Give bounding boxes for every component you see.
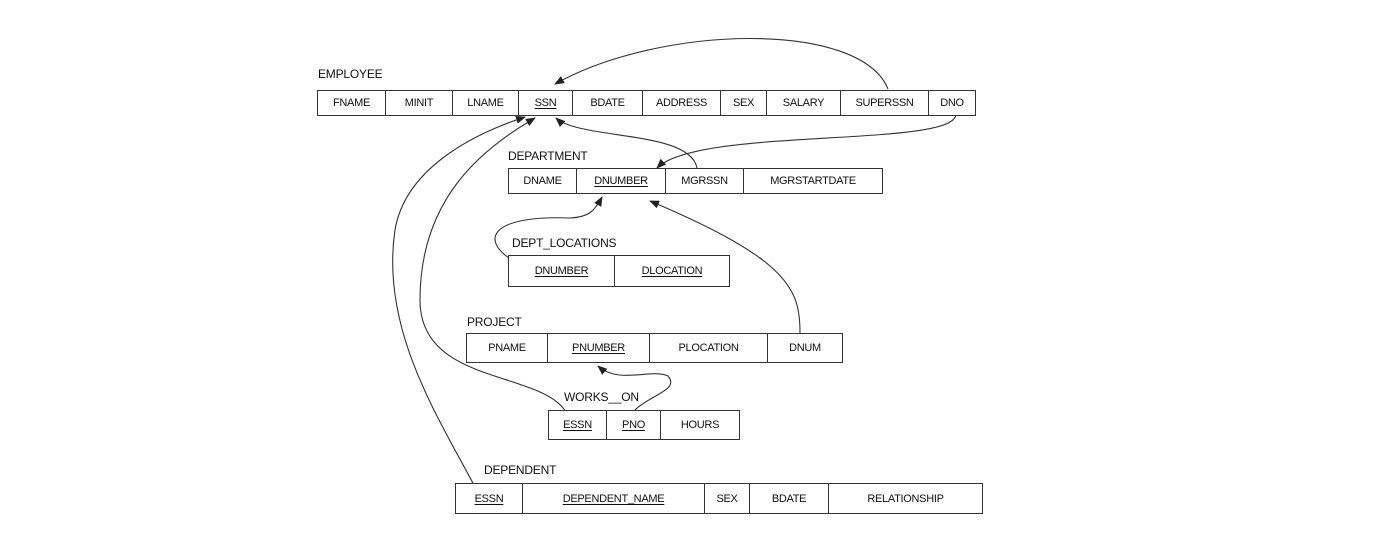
column-dependent-name: DEPENDENT_NAME [523, 484, 705, 513]
column-pname: PNAME [467, 334, 548, 362]
arrow-deptloc-dnumber-to-dnumber [494, 196, 603, 261]
arrow-dno-to-dnumber [656, 109, 957, 169]
table-name-employee: EMPLOYEE [318, 67, 383, 81]
column-relationship: RELATIONSHIP [867, 492, 944, 505]
column-minit: MINIT [386, 91, 453, 115]
column-pnumber: PNUMBER [548, 334, 650, 362]
table-dept-locations: DNUMBER DLOCATION [508, 255, 730, 287]
column-superssn: SUPERSSN [841, 91, 929, 115]
table-name-department: DEPARTMENT [508, 149, 588, 163]
arrow-workson-essn-to-ssn [419, 117, 567, 413]
table-department: DNAME DNUMBER MGRSSN MGRSTARTDATE [508, 168, 883, 194]
arrow-dnum-to-dnumber [649, 200, 801, 334]
table-employee: FNAME MINIT LNAME SSN BDATE ADDRESS SEX … [317, 90, 976, 116]
column-mgrstartdate: MGRSTARTDATE [770, 175, 856, 187]
column-salary: SALARY [767, 91, 841, 115]
column-ssn: SSN [519, 91, 573, 115]
table-dependent: ESSN DEPENDENT_NAME SEX BDATE RELATIONSH… [455, 483, 983, 514]
column-hours: HOURS [680, 419, 720, 431]
column-dnumber: DNUMBER [509, 256, 615, 286]
column-plocation: PLOCATION [650, 334, 768, 362]
table-name-dependent: DEPENDENT [484, 463, 557, 477]
column-sex: SEX [721, 91, 767, 115]
column-address: ADDRESS [643, 91, 721, 115]
table-name-works-on: WORKS__ON [564, 390, 639, 404]
column-dnum: DNUM [789, 342, 821, 354]
arrow-dependent-essn-to-ssn [392, 115, 526, 488]
table-works-on: ESSN PNO HOURS [548, 410, 740, 440]
arrow-pno-to-pnumber [597, 365, 672, 411]
column-fname: FNAME [318, 91, 386, 115]
table-name-project: PROJECT [467, 315, 522, 329]
arrow-superssn-to-ssn [554, 37, 889, 90]
column-lname: LNAME [453, 91, 519, 115]
column-dname: DNAME [509, 169, 577, 193]
column-dnumber: DNUMBER [577, 169, 666, 193]
table-name-dept-locations: DEPT_LOCATIONS [512, 236, 617, 250]
column-pno: PNO [607, 411, 661, 439]
column-dlocation: DLOCATION [641, 265, 703, 277]
column-dno: DNO [940, 97, 964, 109]
column-sex: SEX [705, 484, 750, 513]
table-project: PNAME PNUMBER PLOCATION DNUM [466, 333, 843, 363]
column-bdate: BDATE [573, 91, 643, 115]
column-bdate: BDATE [750, 484, 829, 513]
column-essn: ESSN [549, 411, 607, 439]
arrow-mgrssn-to-ssn [555, 117, 698, 169]
column-essn: ESSN [456, 484, 523, 513]
column-mgrssn: MGRSSN [666, 169, 744, 193]
